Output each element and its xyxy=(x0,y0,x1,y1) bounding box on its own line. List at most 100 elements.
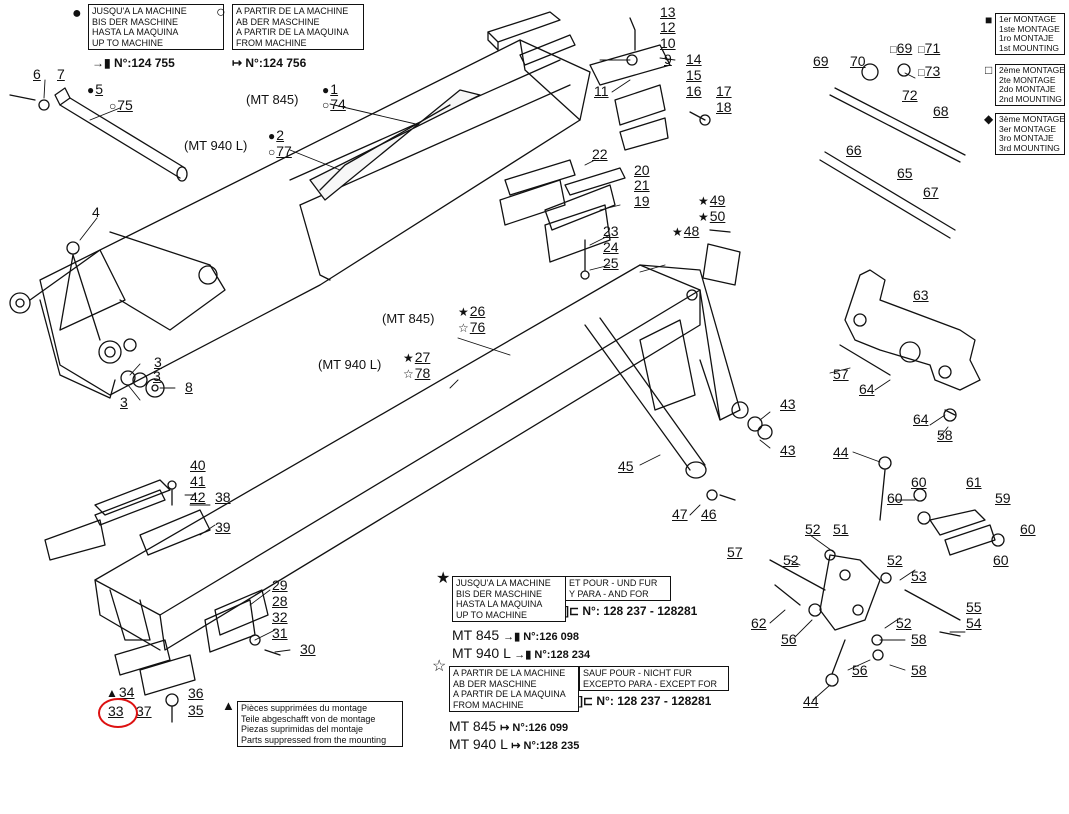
callout-43: 43 xyxy=(780,442,796,458)
callout-35: 35 xyxy=(188,702,204,718)
callout-58: 58 xyxy=(911,662,927,678)
callout-75: ○75 xyxy=(109,97,133,113)
callout-20: 20 xyxy=(634,162,650,178)
hollow-circle-symbol: ○ xyxy=(216,4,226,21)
callout-64: 64 xyxy=(913,411,929,427)
callout-61: 61 xyxy=(966,474,982,490)
callout-26: ★26 xyxy=(458,303,486,319)
model-note-mt845-lower: (MT 845) xyxy=(382,311,435,326)
callout-4: 4 xyxy=(92,204,100,220)
callout-38: 38 xyxy=(215,489,231,505)
callout-11: 11 xyxy=(594,83,609,99)
callout-69: 69 xyxy=(813,53,829,69)
callout-56: 56 xyxy=(852,662,868,678)
callout-47: 47 xyxy=(672,506,688,522)
legend-line: FROM MACHINE xyxy=(236,37,307,48)
pins xyxy=(54,87,966,621)
callout-55: 55 xyxy=(966,599,982,615)
callout-6: 6 xyxy=(33,66,41,82)
callout-34: ▲34 xyxy=(106,684,135,700)
upper-boom xyxy=(9,39,591,399)
callout-36: 36 xyxy=(188,685,204,701)
callout-58: 58 xyxy=(937,427,953,443)
callout-24: 24 xyxy=(603,239,619,255)
range-value: 128 237 - 128281 xyxy=(617,694,712,708)
filled-star-symbol: ★ xyxy=(436,570,451,587)
callout-74: ○74 xyxy=(322,96,346,112)
hollow-star-range: ]⊏ N°: 128 237 - 128281 xyxy=(579,694,712,708)
callout-56: 56 xyxy=(781,631,797,647)
legend-line: HASTA LA MAQUINA xyxy=(92,27,179,37)
callout-41: 41 xyxy=(190,473,206,489)
legend-line: JUSQU'A LA MACHINE xyxy=(92,6,187,16)
lower-boom xyxy=(94,264,749,651)
callout-44: 44 xyxy=(833,444,849,460)
callout-77: ○77 xyxy=(268,143,292,159)
callout-25: 25 xyxy=(603,255,619,271)
callout-44: 44 xyxy=(803,693,819,709)
callout-3: 3 xyxy=(154,354,162,370)
highlight-circle xyxy=(98,698,138,728)
callout-40: 40 xyxy=(190,457,206,473)
callout-65: 65 xyxy=(897,165,913,181)
callout-76: ☆76 xyxy=(458,319,486,335)
callout-70: 70 xyxy=(850,53,866,69)
callout-23: 23 xyxy=(603,223,619,239)
callout-7: 7 xyxy=(57,66,65,82)
callout-3: 3 xyxy=(120,394,128,410)
callout-43: 43 xyxy=(780,396,796,412)
legend-line: A PARTIR DE LA MAQUINA xyxy=(236,27,349,37)
callout-10: 10 xyxy=(660,35,676,51)
star-range: ]⊏ N°: 128 237 - 128281 xyxy=(565,604,698,618)
callout-48: ★48 xyxy=(672,223,700,239)
callout-59: 59 xyxy=(995,490,1011,506)
star-model-2: MT 940 L →▮ N°:128 234 xyxy=(452,645,591,661)
callout-52: 52 xyxy=(805,521,821,537)
callout-49: ★49 xyxy=(698,192,726,208)
triangle-symbol: ▲ xyxy=(222,698,235,713)
callout-63: 63 xyxy=(913,287,929,303)
legend-line: A PARTIR DE LA MACHINE xyxy=(236,6,349,16)
callout-50: ★50 xyxy=(698,208,726,224)
attachment-bracket xyxy=(844,269,981,422)
callout-39: 39 xyxy=(215,519,231,535)
leader-lines xyxy=(43,57,966,701)
callout-31: 31 xyxy=(272,625,288,641)
callout-54: 54 xyxy=(966,615,982,631)
square-filled-symbol: ■ xyxy=(985,13,993,27)
legend-line: UP TO MACHINE xyxy=(92,37,164,48)
callout-8: 8 xyxy=(185,379,193,395)
legend-line: AB DER MASCHINE xyxy=(236,16,320,27)
callout-45: 45 xyxy=(618,458,634,474)
callout-17: 17 xyxy=(716,83,732,99)
callout-60: 60 xyxy=(993,552,1009,568)
serial-value: 124 756 xyxy=(262,56,307,70)
callout-71: □71 xyxy=(918,40,941,56)
model-note-mt845-upper: (MT 845) xyxy=(246,92,299,107)
callout-73: □73 xyxy=(918,63,941,79)
callout-53: 53 xyxy=(911,568,927,584)
legend-line: BIS DER MASCHINE xyxy=(92,16,179,27)
callout-12: 12 xyxy=(660,19,676,35)
callout-30: 30 xyxy=(300,641,316,657)
callout-19: 19 xyxy=(634,193,650,209)
callout-64: 64 xyxy=(859,381,875,397)
callout-60: 60 xyxy=(911,474,927,490)
callout-60: 60 xyxy=(887,490,903,506)
callout-52: 52 xyxy=(783,552,799,568)
callout-28: 28 xyxy=(272,593,288,609)
callout-66: 66 xyxy=(846,142,862,158)
callout-22: 22 xyxy=(592,146,608,162)
callout-21: 21 xyxy=(634,177,650,193)
callout-46: 46 xyxy=(701,506,717,522)
callout-18: 18 xyxy=(716,99,732,115)
diamond-symbol: ◆ xyxy=(984,112,994,126)
callout-29: 29 xyxy=(272,577,288,593)
